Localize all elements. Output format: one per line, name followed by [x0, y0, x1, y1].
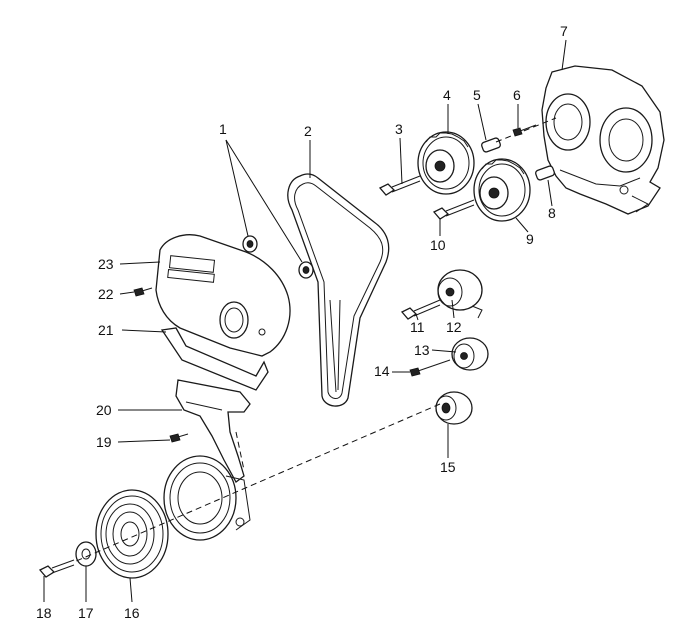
bolt-3 [378, 175, 421, 196]
callout-8: 8 [548, 205, 556, 221]
bolt-14 [409, 359, 451, 377]
callout-22: 22 [98, 286, 114, 302]
callout-labels: 1 2 3 4 5 6 7 8 9 10 11 12 13 14 15 16 1… [36, 23, 568, 621]
bolt-22 [133, 287, 153, 297]
callout-7: 7 [560, 23, 568, 39]
callout-10: 10 [430, 237, 446, 253]
leader-lines [43, 39, 567, 603]
lower-front-cover [175, 379, 251, 483]
callout-18: 18 [36, 605, 52, 621]
callout-5: 5 [473, 87, 481, 103]
bolt-10 [432, 199, 475, 220]
callout-3: 3 [395, 121, 403, 137]
assembly-axes [73, 403, 441, 563]
crankshaft-pulley [163, 455, 251, 541]
washer-17 [75, 541, 97, 567]
callout-17: 17 [78, 605, 94, 621]
crank-sprocket-15 [435, 391, 473, 425]
callout-15: 15 [440, 459, 456, 475]
bolt-6 [512, 124, 537, 137]
callout-19: 19 [96, 434, 112, 450]
callout-13: 13 [414, 342, 430, 358]
callout-11: 11 [410, 319, 425, 335]
callout-2: 2 [304, 123, 312, 139]
callout-4: 4 [443, 87, 451, 103]
callout-20: 20 [96, 402, 112, 418]
bolt-11 [400, 299, 441, 320]
camshaft-sprocket-9 [473, 158, 531, 222]
grommet-b [298, 261, 314, 279]
callout-9: 9 [526, 231, 534, 247]
idler-pulley-13 [451, 337, 489, 371]
dowel-pin-5 [481, 117, 557, 153]
callout-1: 1 [219, 121, 227, 137]
bolt-18 [38, 559, 75, 578]
callout-14: 14 [374, 363, 390, 379]
tensioner-12 [437, 269, 483, 319]
grommet-a [242, 235, 258, 253]
crank-damper-16 [95, 489, 169, 579]
callout-12: 12 [446, 319, 462, 335]
callout-16: 16 [124, 605, 140, 621]
callout-6: 6 [513, 87, 521, 103]
upper-front-cover [155, 234, 291, 357]
rear-timing-cover [541, 65, 665, 215]
timing-belt [287, 173, 390, 407]
cover-gasket [160, 327, 269, 391]
callout-21: 21 [98, 322, 114, 338]
bolt-19 [169, 433, 189, 443]
camshaft-sprocket-4 [417, 131, 475, 195]
dowel-pin-8 [535, 165, 555, 181]
callout-23: 23 [98, 256, 114, 272]
